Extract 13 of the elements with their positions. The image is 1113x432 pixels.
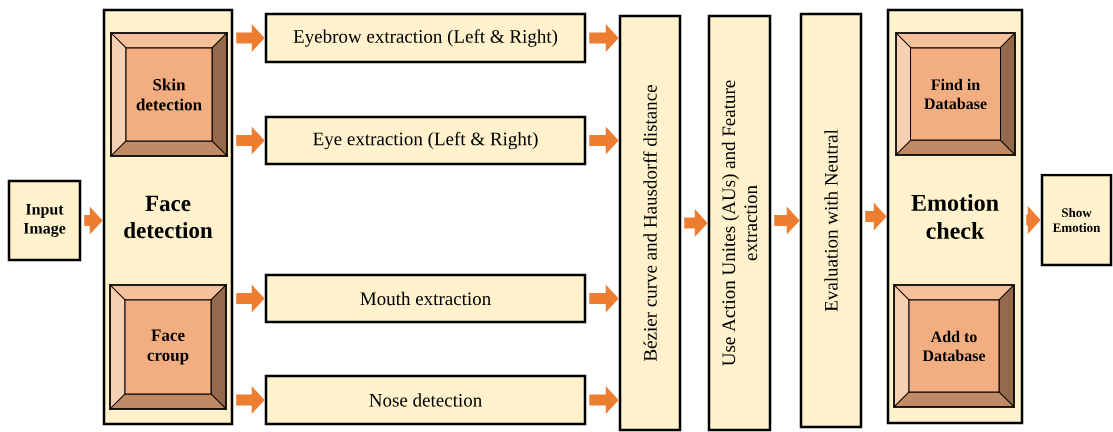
bevel-box: Face croup — [109, 284, 227, 410]
process-box: Mouth extraction — [264, 273, 587, 324]
process-box: Bézier curve and Hausdorff distance — [618, 14, 682, 432]
process-box: Use Action Unites (AUs) and Feature extraction — [707, 14, 772, 432]
bevel-box: Skin detection — [110, 32, 228, 157]
process-box: Eyebrow extraction (Left & Right) — [264, 12, 587, 64]
process-box: Evaluation with Neutral — [799, 12, 863, 429]
bevel-box: Find in Database — [895, 32, 1016, 156]
process-box: Show Emotion — [1040, 173, 1113, 267]
process-box: Eye extraction (Left & Right) — [264, 115, 587, 166]
process-box: Input Image — [7, 179, 82, 262]
process-box: Nose detection — [264, 374, 587, 426]
bevel-box: Add to Database — [893, 284, 1015, 408]
